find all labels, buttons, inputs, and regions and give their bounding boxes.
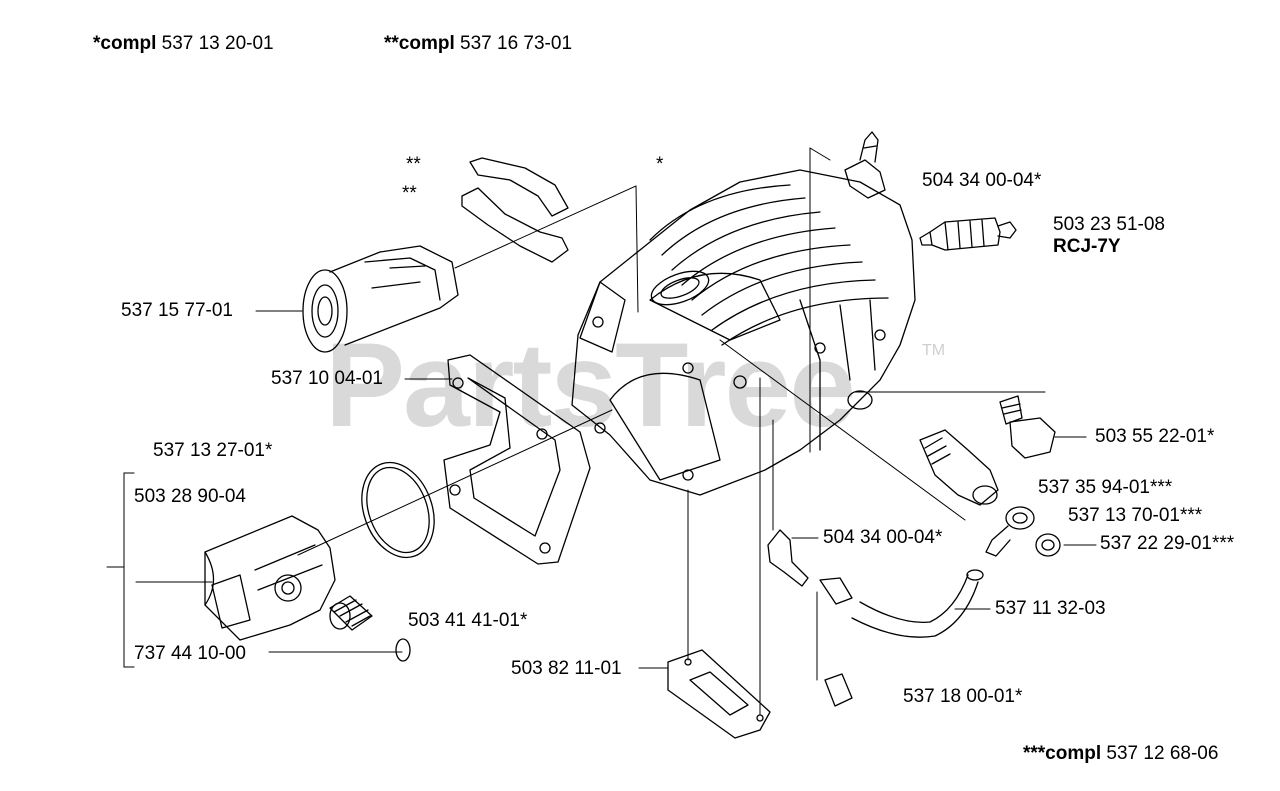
part-label-circlip: 503 41 41-01* (408, 610, 528, 631)
compl-number-3: 537 12 68-06 (1106, 743, 1219, 764)
watermark: PartsTree (325, 318, 856, 452)
cylinder-part (571, 169, 916, 496)
compl-header-1: *compl 537 13 20-01 (93, 33, 274, 55)
base-gasket-part (667, 649, 771, 739)
part-label-spark-plug: 503 23 51-08 (1053, 214, 1165, 235)
intake-manifold-part (302, 245, 459, 353)
compl-number-1: 537 13 20-01 (161, 33, 274, 54)
seal-nut-part (1035, 533, 1061, 557)
compl-prefix-3: ***compl (1023, 743, 1102, 764)
part-label-piston: 503 28 90-04 (134, 486, 246, 507)
banjo-screw-part (919, 429, 999, 506)
fuel-filter-part (824, 673, 853, 707)
part-label-base-gasket: 503 82 11-01 (511, 658, 622, 679)
marker-double-star-2: ** (402, 183, 417, 204)
part-label-spark-plug-type: RCJ-7Y (1053, 236, 1121, 257)
part-label-gasket: 537 10 04-01 (271, 368, 383, 389)
fuel-fitting-bottom-part (767, 529, 809, 587)
piston-part (204, 515, 336, 641)
part-label-banjo-washer: 537 13 70-01*** (1068, 505, 1203, 526)
part-label-fuel-fitting-bottom: 504 34 00-04* (823, 527, 943, 548)
gasket-part (443, 354, 591, 565)
compl-number-2: 537 16 73-01 (460, 33, 573, 54)
needle-bearing-part (329, 595, 373, 631)
watermark-trademark: TM (922, 342, 946, 359)
fuel-hose-part (819, 569, 984, 638)
decomp-valve-part (999, 395, 1056, 459)
part-label-fuel-hose: 537 11 32-03 (995, 598, 1106, 619)
part-label-seal-nut: 537 22 29-01*** (1100, 533, 1235, 554)
part-label-piston-kit: 537 13 27-01* (153, 440, 273, 461)
marker-single-star: * (656, 154, 664, 175)
part-label-decomp-valve: 503 55 22-01* (1095, 426, 1215, 447)
leader-lines (106, 147, 1097, 716)
compl-header-3: ***compl 537 12 68-06 (1023, 743, 1218, 765)
clamp-rings (461, 157, 569, 263)
part-label-fuel-filter: 537 18 00-01* (903, 686, 1023, 707)
circlip-part (395, 638, 411, 662)
part-label-fuel-fitting-top: 504 34 00-04* (922, 170, 1042, 191)
part-label-banjo-screw: 537 35 94-01*** (1038, 477, 1173, 498)
marker-double-star-1: ** (406, 154, 421, 175)
compl-prefix-2: **compl (384, 33, 455, 54)
piston-ring-part (361, 461, 435, 559)
part-label-piston-pin-assy: 737 44 10-00 (134, 643, 246, 664)
compl-prefix-1: *compl (93, 33, 157, 54)
banjo-washer-part (985, 506, 1035, 557)
compl-header-2: **compl 537 16 73-01 (384, 33, 572, 55)
spark-plug-part (919, 217, 1017, 251)
fuel-fitting-top-part (844, 131, 886, 199)
part-label-intake-manifold: 537 15 77-01 (121, 300, 233, 321)
